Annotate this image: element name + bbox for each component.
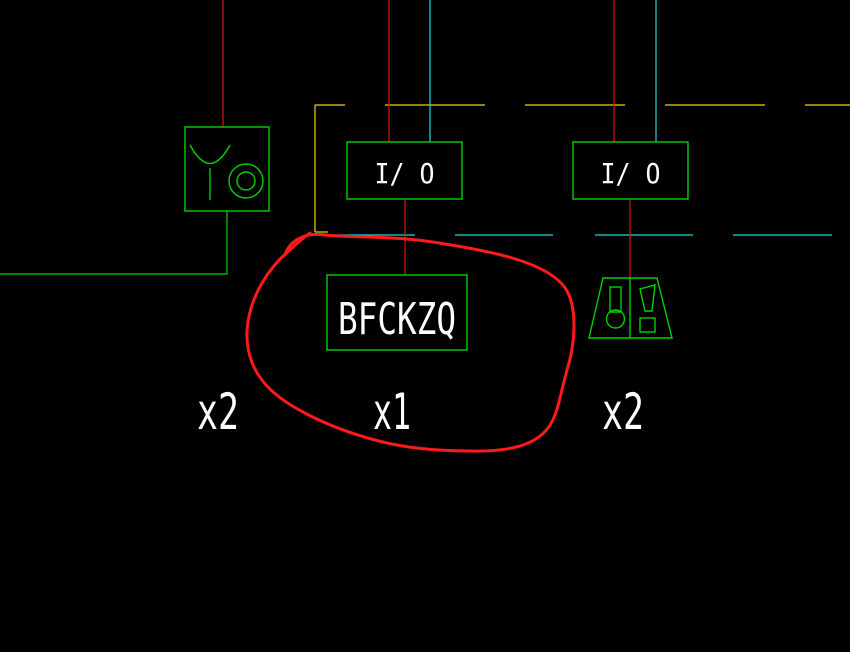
smoke-heat-detector-icon[interactable] <box>184 126 270 212</box>
bus-line-yellow <box>314 104 850 233</box>
io-module-1-label: I/ O <box>375 157 435 190</box>
io-module-2[interactable]: I/ O <box>572 141 689 200</box>
signal-wires <box>429 0 657 142</box>
io-module-2-label: I/ O <box>601 157 661 190</box>
manual-alarm-button-quantity: x2 <box>602 383 644 441</box>
fire-damper-controller-label: BFCKZQ <box>338 294 456 345</box>
detector-connection-wire <box>0 211 228 275</box>
smoke-detector-quantity: x2 <box>197 383 239 441</box>
markup-freehand-circle <box>245 231 576 453</box>
manual-alarm-button-icon[interactable] <box>588 277 673 339</box>
fire-damper-controller-quantity: x1 <box>373 383 411 441</box>
power-wires <box>222 0 631 278</box>
io-module-1[interactable]: I/ O <box>346 141 463 200</box>
fire-damper-controller[interactable]: BFCKZQ <box>326 274 468 351</box>
